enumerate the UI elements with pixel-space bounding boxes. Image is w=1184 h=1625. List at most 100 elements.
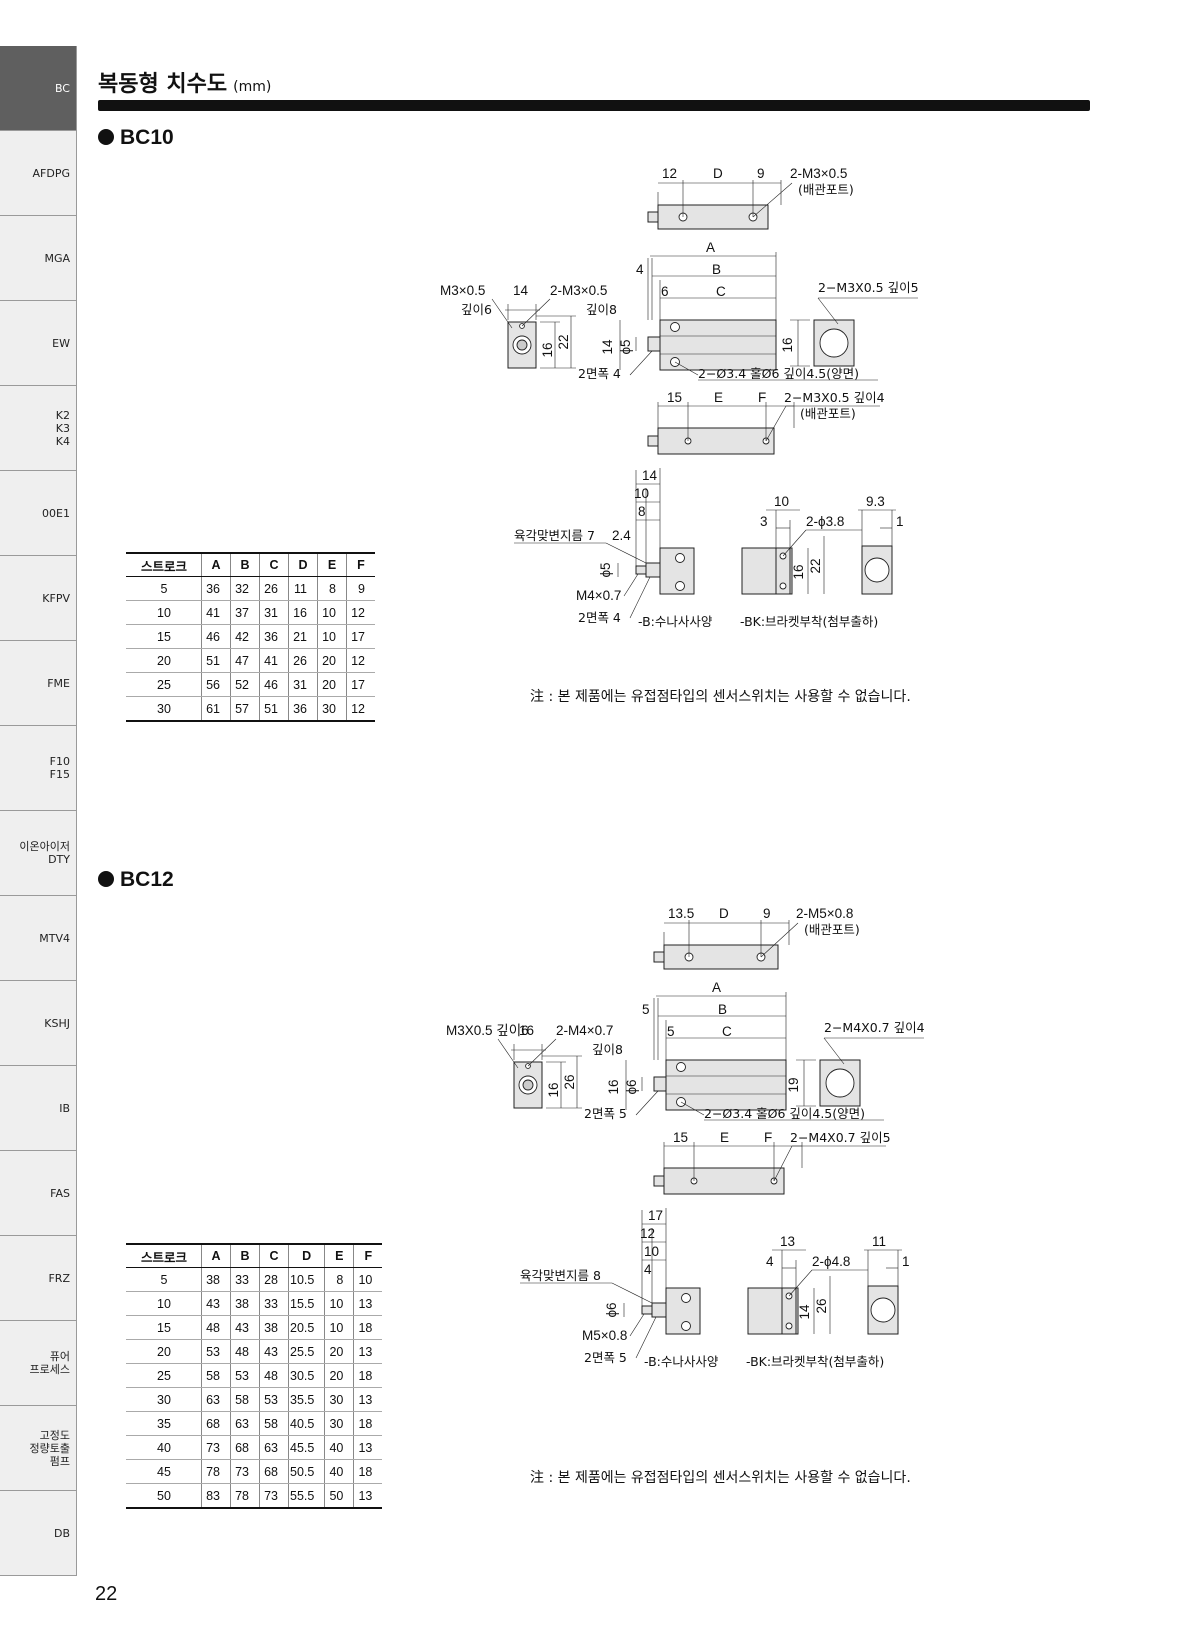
table-cell: 10 [353,1267,383,1292]
dimension-label: 8 [638,504,646,519]
dimension-label: 5 [642,1002,650,1017]
sidebar-item-3[interactable]: EW [0,301,77,386]
sidebar-item-5[interactable]: 00E1 [0,471,77,556]
sidebar-item-0[interactable]: BC [0,46,77,131]
table-cell: 55.5 [287,1483,325,1508]
rod [653,1076,667,1092]
dimension-label: ϕ5 [618,339,633,354]
table-cell: 8 [324,1267,354,1292]
sidebar-item-15[interactable]: 퓨어 프로세스 [0,1321,77,1406]
table-cell: 50 [324,1483,354,1508]
dimension-label: -B:수나사사양 [638,614,713,629]
dimension-label: D [719,906,729,921]
dimension-label: C [716,284,726,299]
dimension-label: 깊이8 [592,1042,623,1057]
table-cell: 56 [201,672,231,697]
rod [647,336,661,352]
table-cell: 50 [157,1488,171,1503]
dimension-label: M4×0.7 [576,588,621,603]
table-cell: 31 [288,672,318,697]
sidebar-item-16[interactable]: 고정도 정량토출 펌프 [0,1406,77,1491]
drawing-line [823,1037,845,1065]
table-cell: 5 [126,576,202,601]
table-header-cell: E [317,553,347,577]
drawing-line [491,298,513,329]
sidebar-item-8[interactable]: F10 F15 [0,726,77,811]
dimension-label: 2-M3×0.5 [790,166,847,181]
dimension-label: 4 [766,1254,774,1269]
drawing-line [680,1101,705,1116]
table-cell: 36 [201,576,231,601]
dimension-label: 15 [673,1130,688,1145]
sidebar-item-12[interactable]: IB [0,1066,77,1151]
table-cell: 30 [126,1387,202,1412]
dimension-label: 13 [780,1234,795,1249]
sidebar-item-1[interactable]: AFDPG [0,131,77,216]
table-header-cell: E [324,1244,354,1268]
bracket-hole [779,582,787,590]
dimension-label: 2−M4X0.7 깊이4 [824,1020,925,1035]
table-cell: 30 [157,701,171,716]
table-cell: 25 [126,672,202,697]
table-cell: 10 [324,1315,354,1340]
table-header-cell: F [353,1244,383,1268]
page-title: 복동형 치수도(mm) [98,66,271,98]
sidebar-item-14[interactable]: FRZ [0,1236,77,1321]
table-cell: 46 [201,624,231,649]
rod-end-face [516,339,528,351]
dimension-label: 14 [642,468,658,483]
mount-hole [681,1321,691,1331]
sidebar-item-13[interactable]: FAS [0,1151,77,1236]
table-cell: 36 [259,624,289,649]
dimension-label: 육각맞변지름 7 [514,528,595,543]
table-cell: 10 [324,1291,354,1316]
table-cell: 53 [230,1363,260,1388]
table-cell: 41 [259,648,289,673]
table-cell: 57 [230,696,260,721]
dimension-label: 11 [872,1234,886,1249]
dimension-label: 2−Ø3.4 홀Ø6 깊이4.5(양면) [704,1106,865,1121]
table-cell: 10.5 [287,1267,325,1292]
dimension-label: 2−M3X0.5 깊이4 [784,390,885,405]
sidebar-item-7[interactable]: FME [0,641,77,726]
table-cell: 21 [288,624,318,649]
sidebar-item-9[interactable]: 이온아이저 DTY [0,811,77,896]
sidebar-item-6[interactable]: KFPV [0,556,77,641]
dimension-label: 1 [896,514,904,529]
drawing-line [629,1313,645,1337]
dimension-label: 16 [606,1079,621,1094]
table-cell: 17 [346,624,375,649]
dimension-label: 22 [556,334,571,349]
header-rule [98,100,1090,111]
dimension-label: 9.3 [866,494,885,509]
bottom-view-body [657,427,775,455]
table-cell: 16 [288,600,318,625]
sidebar-item-10[interactable]: MTV4 [0,896,77,981]
sidebar-item-17[interactable]: DB [0,1491,77,1576]
dimension-label: 2−M3X0.5 깊이5 [818,280,919,295]
dimension-label: ϕ6 [624,1079,639,1094]
dimension-label: E [720,1130,729,1145]
dimension-label: 10 [644,1244,659,1259]
dimension-label: A [706,240,715,255]
table-cell: 12 [346,648,375,673]
table-cell: 10 [317,624,347,649]
table-cell: 36 [288,696,318,721]
table-cell: 53 [201,1339,231,1364]
sidebar-item-11[interactable]: KSHJ [0,981,77,1066]
sidebar-item-4[interactable]: K2 K3 K4 [0,386,77,471]
table-cell: 37 [230,600,260,625]
sidebar-item-2[interactable]: MGA [0,216,77,301]
dimension-label: 2면폭 5 [584,1350,627,1365]
drawing-line [635,1316,657,1359]
page-title-text: 복동형 치수도 [98,72,228,97]
table-cell: 73 [230,1459,260,1484]
table-header-cell: C [259,553,289,577]
table-cell: 63 [230,1411,260,1436]
